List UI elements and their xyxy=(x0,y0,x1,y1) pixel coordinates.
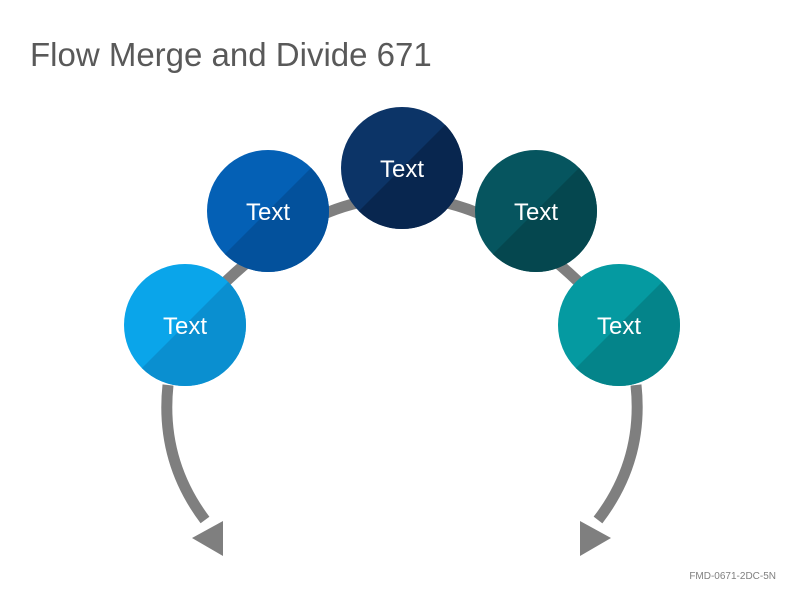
node-4: Text xyxy=(475,150,597,272)
page-title: Flow Merge and Divide 671 xyxy=(30,36,432,73)
node-1-label: Text xyxy=(163,313,207,340)
node-2-label: Text xyxy=(246,199,290,226)
node-4-label: Text xyxy=(514,199,558,226)
node-5-label: Text xyxy=(597,313,641,340)
node-3-label: Text xyxy=(380,156,424,183)
right-arrow-head xyxy=(580,521,611,556)
node-3: Text xyxy=(341,107,463,229)
right-down-arrow-shaft xyxy=(593,384,643,524)
node-1: Text xyxy=(124,264,246,386)
node-2: Text xyxy=(207,150,329,272)
node-5: Text xyxy=(558,264,680,386)
left-arrow-head xyxy=(192,521,223,556)
left-down-arrow-shaft xyxy=(161,384,210,524)
slide-code: FMD-0671-2DC-5N xyxy=(689,571,776,582)
